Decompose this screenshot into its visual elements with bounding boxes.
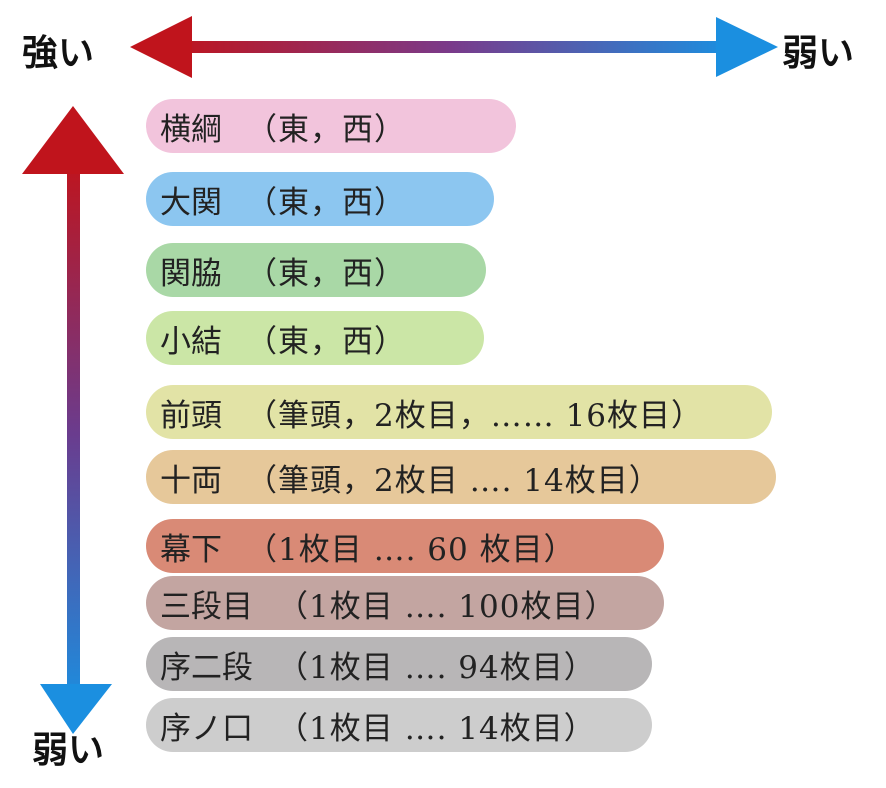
- rank-detail: （筆頭，2枚目 …. 14枚目）: [246, 462, 661, 499]
- rank-name: 序二段: [160, 649, 253, 686]
- rank-band-maegashira: 前頭 （筆頭，2枚目，…… 16枚目）: [146, 385, 772, 439]
- rank-detail: （1枚目 …. 100枚目）: [277, 588, 617, 625]
- rank-detail: （東，西）: [246, 184, 406, 221]
- rank-band-juryo: 十両 （筆頭，2枚目 …. 14枚目）: [146, 450, 776, 504]
- rank-band-jonokuchi: 序ノ口 （1枚目 …. 14枚目）: [146, 698, 652, 752]
- vertical-arrow-bottom-head: [40, 684, 112, 734]
- weak-label-vertical: 弱い: [32, 730, 105, 771]
- rank-name: 序ノ口: [160, 710, 253, 747]
- rank-detail: （1枚目 …. 14枚目）: [277, 710, 596, 747]
- rank-name: 横綱: [160, 111, 222, 148]
- horizontal-arrow-left-head: [130, 16, 192, 78]
- rank-band-jonidan: 序二段 （1枚目 …. 94枚目）: [146, 637, 652, 691]
- horizontal-arrow-right-head: [716, 17, 778, 77]
- rank-name: 関脇: [160, 255, 222, 292]
- rank-name: 前頭: [160, 397, 222, 434]
- rank-name: 小結: [160, 323, 222, 360]
- rank-detail: （1枚目 …. 60 枚目）: [246, 531, 576, 568]
- weak-label-horizontal: 弱い: [782, 33, 855, 74]
- rank-detail: （筆頭，2枚目，…… 16枚目）: [246, 397, 704, 434]
- strong-label: 強い: [22, 33, 95, 74]
- rank-detail: （東，西）: [246, 111, 406, 148]
- rank-band-komusubi: 小結 （東，西）: [146, 311, 484, 365]
- horizontal-arrow-shaft: [170, 41, 730, 53]
- rank-detail: （東，西）: [246, 255, 406, 292]
- rank-name: 三段目: [160, 588, 253, 625]
- vertical-arrow-shaft: [67, 160, 80, 708]
- vertical-arrow-top-head: [22, 106, 124, 174]
- rank-band-makushita: 幕下 （1枚目 …. 60 枚目）: [146, 519, 664, 573]
- rank-band-yokozuna: 横綱 （東，西）: [146, 99, 516, 153]
- rank-name: 十両: [160, 462, 222, 499]
- rank-band-sekiwake: 関脇 （東，西）: [146, 243, 486, 297]
- rank-name: 幕下: [160, 531, 222, 568]
- rank-name: 大関: [160, 184, 222, 221]
- rank-detail: （東，西）: [246, 323, 406, 360]
- rank-band-sandanme: 三段目 （1枚目 …. 100枚目）: [146, 576, 664, 630]
- rank-detail: （1枚目 …. 94枚目）: [277, 649, 596, 686]
- rank-band-ozeki: 大関 （東，西）: [146, 172, 494, 226]
